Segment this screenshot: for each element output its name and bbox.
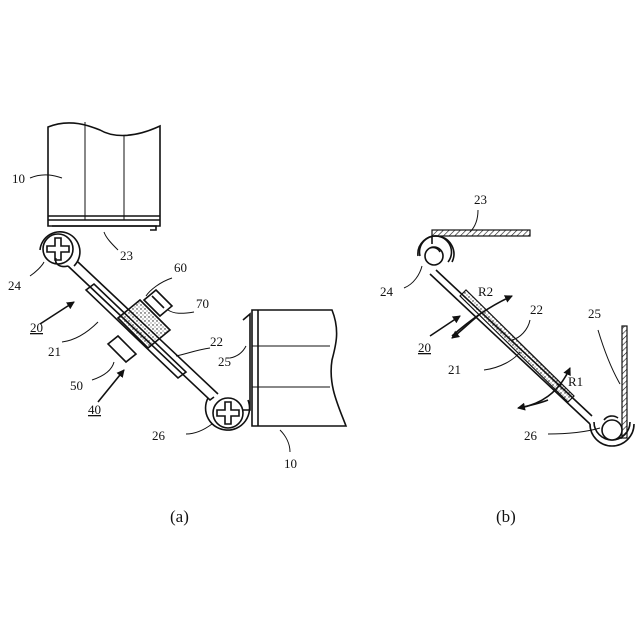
hook-23-b (432, 230, 530, 244)
label-10-top: 10 (12, 171, 25, 186)
figure-a: 10 23 24 60 70 20 21 22 25 50 40 26 10 (… (8, 122, 346, 526)
label-40: 40 (88, 402, 101, 417)
caption-b: (b) (496, 507, 516, 526)
label-23: 23 (120, 248, 133, 263)
leaders-b (404, 210, 620, 434)
label-20: 20 (30, 320, 43, 335)
label-25: 25 (218, 354, 231, 369)
label-26: 26 (152, 428, 166, 443)
caption-a: (a) (170, 507, 189, 526)
clamp-block (108, 290, 172, 362)
arm-assembly-b (430, 270, 592, 424)
label-R1: R1 (568, 374, 583, 389)
label-24-b: 24 (380, 284, 394, 299)
roller-24-b (418, 236, 454, 265)
label-24: 24 (8, 278, 22, 293)
label-25-b: 25 (588, 306, 601, 321)
roller-24 (40, 232, 80, 266)
label-21: 21 (48, 344, 61, 359)
label-21-b: 21 (448, 362, 461, 377)
label-60: 60 (174, 260, 187, 275)
roller-26 (206, 398, 250, 430)
panel-bottom (243, 310, 346, 426)
label-23-b: 23 (474, 192, 487, 207)
label-22: 22 (210, 334, 223, 349)
label-70: 70 (196, 296, 209, 311)
rotation-arcs (452, 296, 570, 408)
figure-b: 23 24 R2 22 25 20 21 R1 26 (b) (380, 192, 634, 526)
label-50: 50 (70, 378, 83, 393)
panel-top (48, 122, 160, 230)
label-20-b: 20 (418, 340, 431, 355)
label-22-b: 22 (530, 302, 543, 317)
label-R2: R2 (478, 284, 493, 299)
label-26-b: 26 (524, 428, 538, 443)
label-10-bottom: 10 (284, 456, 297, 471)
